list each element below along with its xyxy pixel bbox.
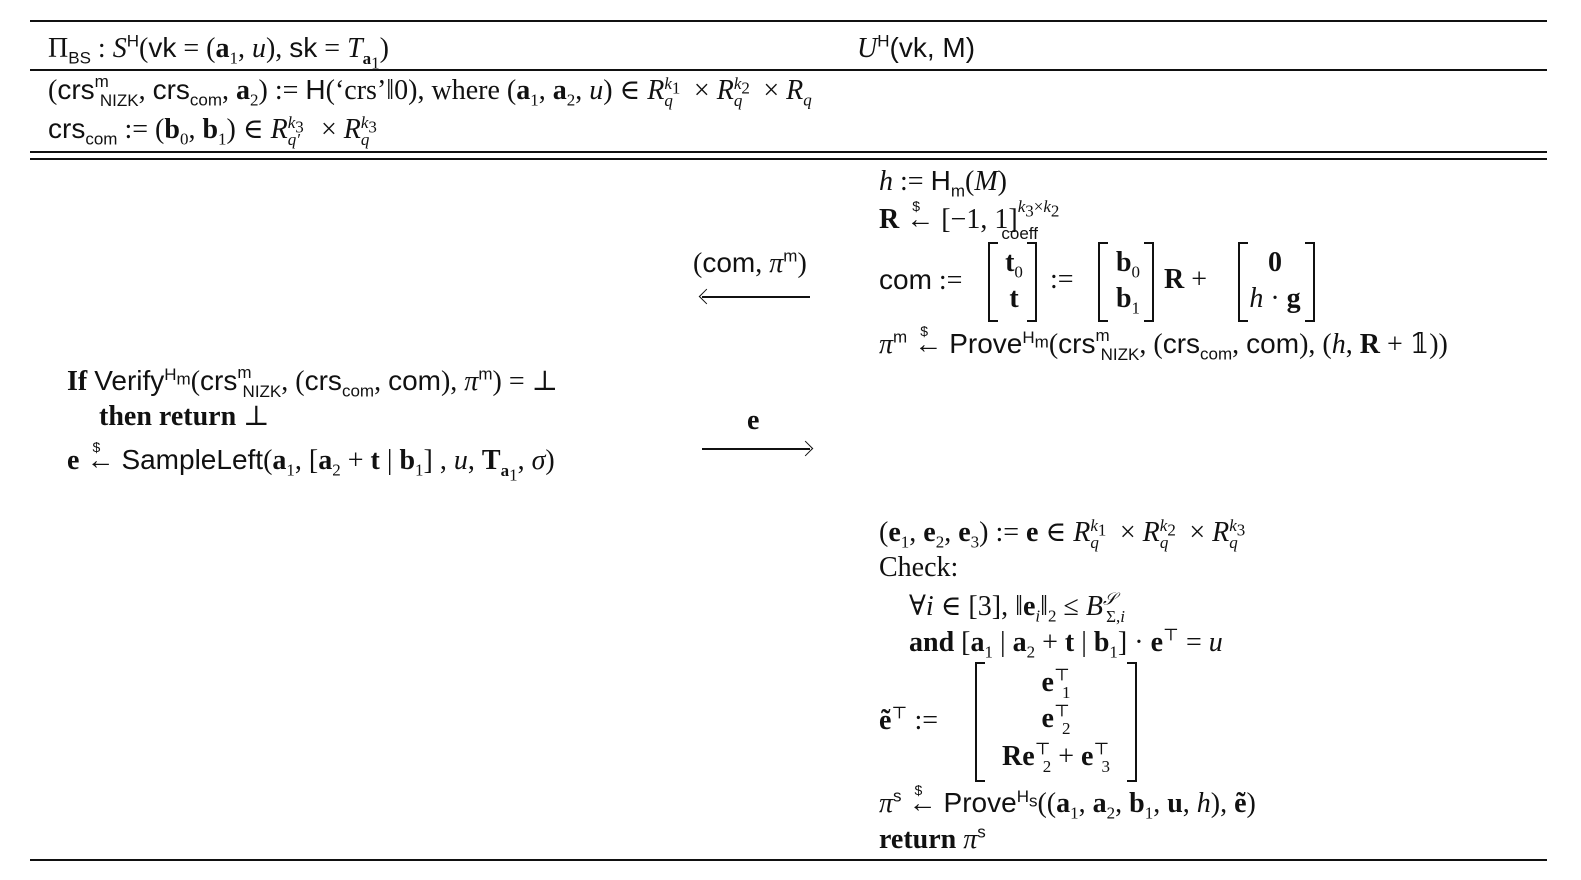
user-return-line: return πs	[879, 822, 986, 855]
etilde-row-1: e⊤1	[1041, 665, 1071, 702]
user-etilde-label: ẽ⊤ :=	[879, 703, 939, 736]
user-R-sample-line: R $← [−1, 1]k3×k2coeff	[879, 196, 1060, 243]
user-check-eq-line: and [a1 | a2 + t | b1] · e⊤ = u	[909, 625, 1223, 662]
message-2-label: e	[747, 405, 760, 436]
setup-double-rule-bottom	[30, 158, 1547, 160]
message-2-arrow-right	[702, 448, 810, 450]
matrix-b0: b0	[1115, 247, 1141, 282]
user-hash-line: h := Hm(M)	[879, 165, 1007, 201]
etilde-row-2: e⊤2	[1041, 701, 1071, 738]
header-rule	[30, 69, 1547, 71]
user-com-label: com :=	[879, 264, 963, 296]
etilde-bracket-left	[975, 662, 985, 782]
signer-then-return-line: then return ⊥	[99, 401, 270, 432]
setup-line-1: (crsmNIZK, crscom, a2) := H(‘crs’‖0), wh…	[48, 71, 812, 110]
matrix-R-plus: R +	[1164, 264, 1208, 295]
user-check-norm-line: ∀i ∈ [3], ‖ei‖2 ≤ B𝒮Σ,i	[909, 589, 1126, 626]
matrix-t0: t0	[1005, 247, 1023, 282]
top-rule	[30, 20, 1547, 22]
matrix-bracket-right	[1027, 242, 1037, 322]
signer-sampleleft-line: e $← SampleLeft(a1, [a2 + t | b1] , u, T…	[67, 439, 555, 484]
etilde-bracket-right	[1127, 662, 1137, 782]
bottom-rule	[30, 859, 1547, 861]
matrix-bracket-left	[1238, 242, 1248, 322]
matrix-hg: h · g	[1249, 283, 1301, 314]
etilde-row-3: Re⊤2 + e⊤3	[1002, 739, 1110, 776]
matrix-bracket-right	[1305, 242, 1315, 322]
header-signer-title: ΠBS : SH(vk = (a1, u), sk = Ta1)	[48, 31, 389, 72]
matrix-bracket-right	[1144, 242, 1154, 322]
user-pi-s-prove-line: πs $← ProveHs((a1, a2, b1, u, h), ẽ)	[879, 782, 1256, 823]
matrix-b1: b1	[1115, 283, 1141, 318]
user-pi-m-prove-line: πm $← ProveHm(crsmNIZK, (crscom, com), (…	[879, 323, 1448, 364]
matrix-t: t	[1009, 283, 1019, 314]
setup-line-2: crscom := (b0, b1) ∈ Rk3q′ × Rk3q	[48, 112, 377, 149]
setup-double-rule-top	[30, 151, 1547, 153]
user-e-split-line: (e1, e2, e3) := e ∈ Rk1q × Rk2q × Rk3q	[879, 515, 1246, 552]
matrix-bracket-left	[1098, 242, 1108, 322]
matrix-zero: 0	[1268, 247, 1282, 278]
user-check-label: Check:	[879, 552, 959, 583]
matrix-assign: :=	[1050, 264, 1074, 295]
message-1-label: (com, πm)	[693, 246, 807, 279]
header-user-title: UH(vk, M)	[857, 31, 976, 64]
matrix-bracket-left	[988, 242, 998, 322]
signer-verify-line: If VerifyHm(crsmNIZK, (crscom, com), πm)…	[67, 362, 558, 401]
message-1-arrow-left	[702, 296, 810, 298]
